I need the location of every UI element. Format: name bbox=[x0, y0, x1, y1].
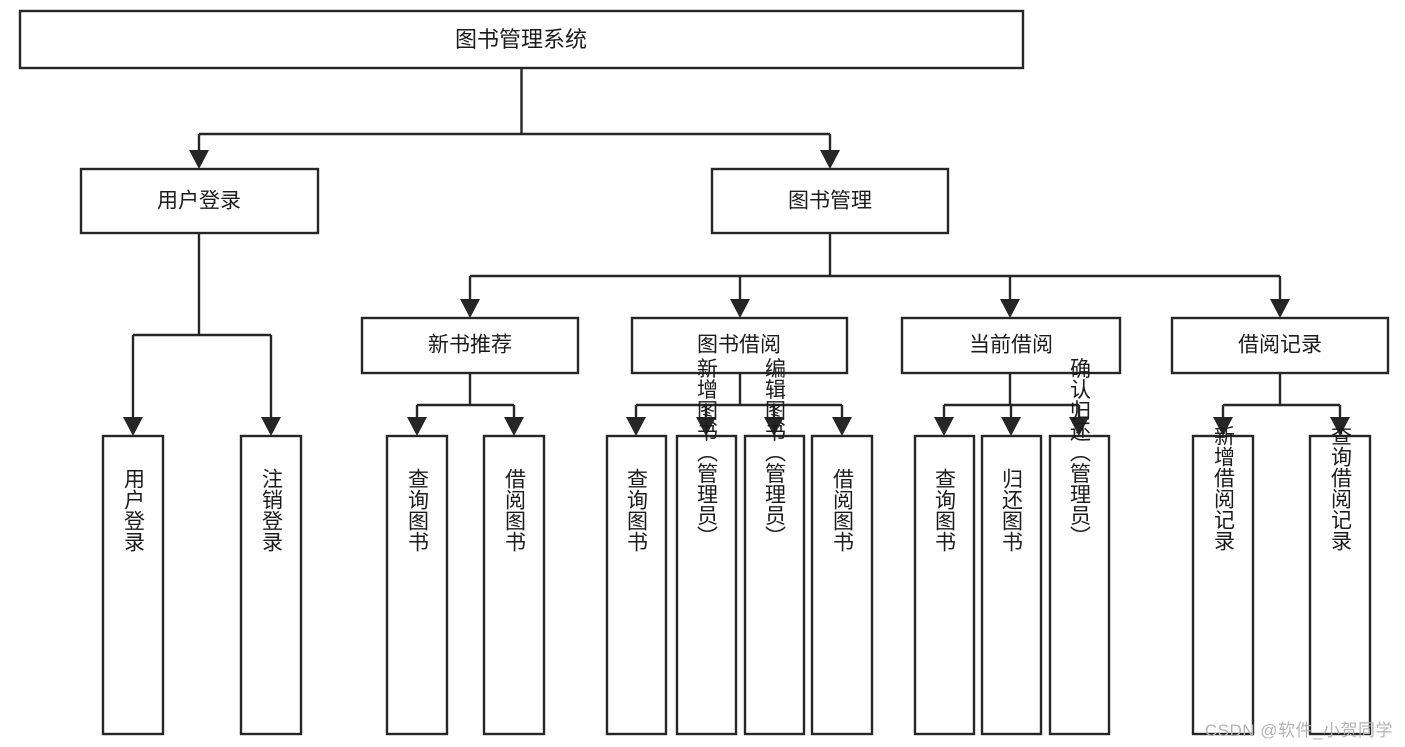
node-root-box[interactable] bbox=[18, 9, 1025, 70]
node-leaf-edit-book-label: 编辑图书（管理员） bbox=[763, 358, 787, 547]
node-current-borrow-box[interactable] bbox=[900, 316, 1122, 375]
node-leaf-borrow-book-2[interactable]: 借阅图书 bbox=[810, 434, 874, 736]
node-book-borrow[interactable]: 图书借阅 bbox=[630, 316, 849, 375]
node-leaf-user-login[interactable]: 用户登录 bbox=[101, 434, 165, 736]
arrow-book-borrow-to-leaf3 bbox=[764, 417, 784, 436]
arrow-book-manage-to-borrow-record bbox=[1270, 299, 1290, 318]
node-leaf-add-record[interactable]: 新增借阅记录 bbox=[1191, 425, 1255, 736]
node-borrow-record-box[interactable] bbox=[1170, 316, 1390, 375]
watermark-text: CSDN @软件_小贺同学 bbox=[1204, 721, 1393, 740]
node-root[interactable]: 图书管理系统 bbox=[18, 9, 1025, 70]
node-leaf-query-record-box[interactable] bbox=[1308, 434, 1372, 736]
node-leaf-query-record-label: 查询借阅记录 bbox=[1329, 425, 1353, 551]
arrow-book-manage-to-current-borrow bbox=[1000, 299, 1020, 318]
node-user-login-label: 用户登录 bbox=[157, 190, 241, 213]
node-leaf-return-book-label: 归还图书 bbox=[1000, 468, 1024, 552]
node-leaf-borrow-book-2-box[interactable] bbox=[810, 434, 874, 736]
arrow-user-login-to-leaf2 bbox=[261, 417, 281, 436]
arrow-new-book-to-leaf2 bbox=[504, 417, 524, 436]
node-leaf-borrow-book-1-label: 借阅图书 bbox=[503, 468, 527, 552]
node-leaf-query-record[interactable]: 查询借阅记录 bbox=[1308, 425, 1372, 736]
node-leaf-borrow-book-1[interactable]: 借阅图书 bbox=[482, 434, 546, 736]
node-leaf-query-book-2-label: 查询图书 bbox=[625, 468, 649, 552]
node-new-book-rec-label: 新书推荐 bbox=[428, 334, 512, 357]
node-leaf-query-book-2[interactable]: 查询图书 bbox=[605, 434, 668, 736]
node-leaf-logout[interactable]: 注销登录 bbox=[239, 434, 303, 736]
node-new-book-rec-box[interactable] bbox=[360, 316, 580, 375]
node-leaf-confirm-return[interactable]: 确认归还（管理员） bbox=[1048, 358, 1111, 736]
node-leaf-confirm-return-box[interactable] bbox=[1048, 434, 1111, 736]
arrow-borrow-record-to-leaf1 bbox=[1213, 417, 1233, 436]
node-leaf-add-book[interactable]: 新增图书（管理员） bbox=[675, 358, 738, 736]
node-leaf-add-record-box[interactable] bbox=[1191, 434, 1255, 736]
arrow-new-book-to-leaf1 bbox=[407, 417, 427, 436]
node-leaf-query-book-3-box[interactable] bbox=[913, 434, 976, 736]
node-leaf-query-book-2-box[interactable] bbox=[605, 434, 668, 736]
node-user-login-box[interactable] bbox=[79, 167, 320, 235]
arrow-book-borrow-to-leaf4 bbox=[832, 417, 852, 436]
node-leaf-add-record-label: 新增借阅记录 bbox=[1212, 425, 1236, 551]
node-book-manage-box[interactable] bbox=[710, 167, 950, 235]
arrow-book-manage-to-new-book bbox=[460, 299, 480, 318]
node-user-login[interactable]: 用户登录 bbox=[79, 167, 320, 235]
arrow-book-borrow-to-leaf2 bbox=[696, 417, 716, 436]
node-leaf-edit-book-box[interactable] bbox=[743, 434, 806, 736]
node-current-borrow-label: 当前借阅 bbox=[969, 334, 1053, 357]
node-leaf-return-book[interactable]: 归还图书 bbox=[980, 434, 1043, 736]
node-leaf-add-book-box[interactable] bbox=[675, 434, 738, 736]
arrow-current-borrow-to-leaf1 bbox=[934, 417, 954, 436]
node-leaf-borrow-book-2-label: 借阅图书 bbox=[831, 468, 855, 552]
node-root-label: 图书管理系统 bbox=[455, 27, 587, 52]
node-leaf-return-book-box[interactable] bbox=[980, 434, 1043, 736]
node-leaf-query-book-3-label: 查询图书 bbox=[933, 468, 957, 552]
node-borrow-record[interactable]: 借阅记录 bbox=[1170, 316, 1390, 375]
arrow-current-borrow-to-leaf2 bbox=[1001, 417, 1021, 436]
arrow-root-to-user-login bbox=[189, 150, 209, 169]
arrow-root-to-book-manage bbox=[820, 150, 840, 169]
node-book-borrow-label: 图书借阅 bbox=[697, 334, 781, 357]
node-book-borrow-box[interactable] bbox=[630, 316, 849, 375]
arrow-book-borrow-to-leaf1 bbox=[626, 417, 646, 436]
arrow-book-manage-to-book-borrow bbox=[730, 299, 750, 318]
node-leaf-user-login-box[interactable] bbox=[101, 434, 165, 736]
node-new-book-rec[interactable]: 新书推荐 bbox=[360, 316, 580, 375]
node-leaf-edit-book[interactable]: 编辑图书（管理员） bbox=[743, 358, 806, 736]
node-book-manage[interactable]: 图书管理 bbox=[710, 167, 950, 235]
node-leaf-query-book-3[interactable]: 查询图书 bbox=[913, 434, 976, 736]
node-current-borrow[interactable]: 当前借阅 bbox=[900, 316, 1122, 375]
arrow-user-login-to-leaf1 bbox=[123, 417, 143, 436]
node-leaf-add-book-label: 新增图书（管理员） bbox=[695, 358, 719, 547]
node-leaf-user-login-label: 用户登录 bbox=[122, 468, 146, 552]
node-leaf-logout-label: 注销登录 bbox=[260, 468, 284, 552]
node-leaf-logout-box[interactable] bbox=[239, 434, 303, 736]
arrow-borrow-record-to-leaf2 bbox=[1330, 417, 1350, 436]
edge-group bbox=[123, 68, 1350, 436]
node-leaf-confirm-return-label: 确认归还（管理员） bbox=[1068, 358, 1092, 547]
node-borrow-record-label: 借阅记录 bbox=[1238, 334, 1322, 357]
node-leaf-query-book-1-box[interactable] bbox=[385, 434, 449, 736]
node-leaf-query-book-1-label: 查询图书 bbox=[406, 468, 430, 552]
node-leaf-query-book-1[interactable]: 查询图书 bbox=[385, 434, 449, 736]
node-leaf-borrow-book-1-box[interactable] bbox=[482, 434, 546, 736]
arrow-current-borrow-to-leaf3 bbox=[1069, 417, 1089, 436]
node-book-manage-label: 图书管理 bbox=[788, 190, 872, 213]
